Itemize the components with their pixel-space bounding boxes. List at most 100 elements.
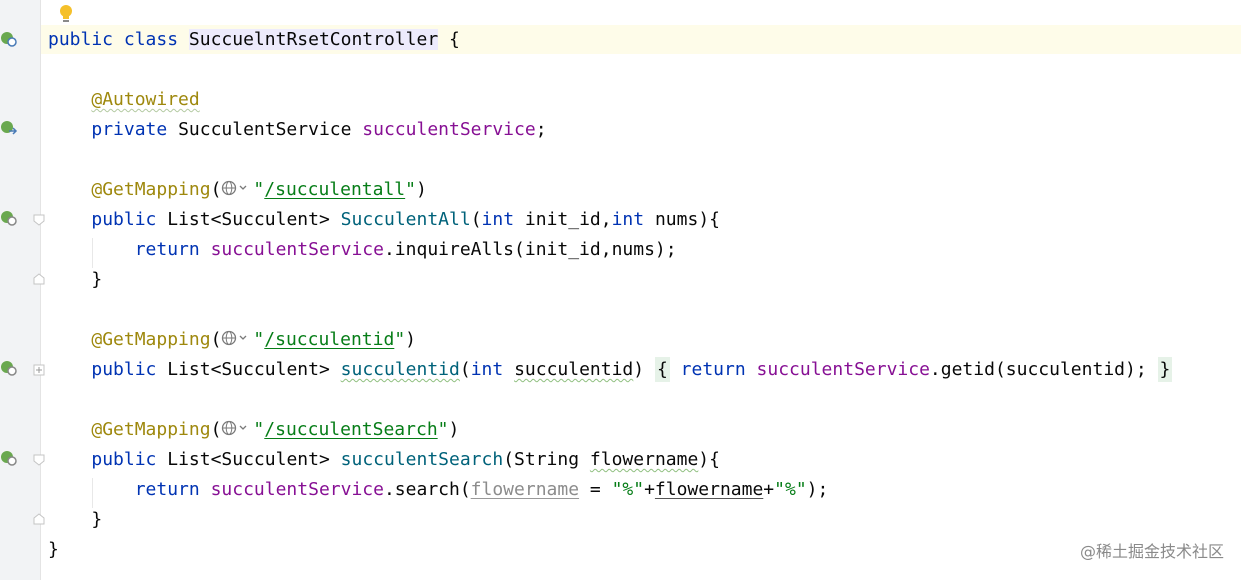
parameter: nums <box>611 239 655 260</box>
method-call: .search( <box>383 479 471 500</box>
request-mapping-icon[interactable] <box>0 209 18 227</box>
globe-icon[interactable] <box>221 178 253 198</box>
keyword: return <box>680 359 746 380</box>
annotation: @GetMapping <box>91 419 211 440</box>
code-line[interactable]: } <box>48 265 102 295</box>
code-line[interactable]: private SucculentService succulentServic… <box>48 115 547 145</box>
code-line[interactable]: public class SuccuelntRsetController { <box>48 25 460 55</box>
semicolon: ; <box>1135 359 1147 380</box>
folded-brace[interactable]: } <box>1157 357 1173 382</box>
parameter: flowername <box>589 449 699 470</box>
paren: ( <box>210 419 222 440</box>
paren: ( <box>210 329 222 350</box>
indent-guide <box>92 238 93 268</box>
semicolon: ; <box>535 119 547 140</box>
paren: ) <box>654 239 666 260</box>
field-name: succulentService <box>756 359 930 380</box>
keyword: public <box>91 209 157 230</box>
code-line[interactable]: public List<Succulent> SucculentAll(int … <box>91 209 720 230</box>
code-line[interactable]: public List<Succulent> succulentSearch(S… <box>91 449 720 470</box>
string-literal: "%" <box>611 479 645 500</box>
code-line[interactable]: @Autowired <box>48 85 200 115</box>
method-name: succulentSearch <box>340 449 504 470</box>
string-quote: " <box>394 329 406 350</box>
code-line[interactable]: public List<Succulent> succulentid(int s… <box>48 355 1173 385</box>
request-mapping-icon[interactable] <box>0 359 18 377</box>
string-quote: " <box>253 329 265 350</box>
fold-end-icon[interactable] <box>33 273 45 285</box>
paren: ) <box>698 449 710 470</box>
class-name: SuccuelntRsetController <box>188 29 439 50</box>
string-quote: " <box>253 179 265 200</box>
editor-gutter[interactable] <box>0 0 41 580</box>
keyword: int <box>470 359 504 380</box>
spring-bean-icon[interactable] <box>0 30 18 48</box>
globe-icon[interactable] <box>221 418 253 438</box>
parameter: succulentid <box>514 359 634 380</box>
keyword: return <box>134 479 200 500</box>
parameter: flowername <box>470 479 580 500</box>
paren: ) <box>1125 359 1136 380</box>
paren: ) <box>698 209 710 230</box>
lightbulb-icon[interactable] <box>58 4 74 24</box>
method-name: succulentid <box>340 359 460 380</box>
method-name: SucculentAll <box>340 209 471 230</box>
code-line[interactable]: @GetMapping( "/succulentSearch") <box>48 415 459 445</box>
code-line[interactable]: return succulentService.inquireAlls(init… <box>134 239 677 260</box>
code-line[interactable]: @GetMapping("/succulentid") <box>48 325 416 355</box>
parameter: flowername <box>654 479 764 500</box>
brace: } <box>91 509 103 530</box>
type-name: SucculentService <box>178 119 352 140</box>
keyword: private <box>91 119 168 140</box>
brace: } <box>48 539 59 560</box>
fold-collapse-icon[interactable] <box>33 214 45 226</box>
url-path[interactable]: /succulentid <box>264 329 395 350</box>
keyword: return <box>134 239 200 260</box>
fold-end-icon[interactable] <box>33 513 45 525</box>
string-literal: "%" <box>774 479 807 500</box>
paren: ( <box>210 179 222 200</box>
annotation: @Autowired <box>91 89 200 110</box>
string-quote: " <box>405 179 416 200</box>
paren: ) <box>405 329 416 350</box>
parameter: init_id <box>524 239 601 260</box>
url-path[interactable]: /succulentall <box>264 179 406 200</box>
brace: } <box>91 269 103 290</box>
type-name: String <box>514 449 580 470</box>
parameter: nums <box>654 209 699 230</box>
spring-autowired-icon[interactable] <box>0 119 18 137</box>
keyword: int <box>481 209 515 230</box>
watermark: @稀土掘金技术社区 <box>1079 542 1224 561</box>
paren: ( <box>470 209 482 230</box>
keyword: int <box>611 209 645 230</box>
string-quote: " <box>253 419 265 440</box>
code-line[interactable]: } <box>48 505 102 535</box>
fold-collapse-icon[interactable] <box>33 454 45 466</box>
keyword: public <box>48 29 114 50</box>
string-quote: " <box>437 419 449 440</box>
field-name: succulentService <box>210 239 384 260</box>
semicolon: ; <box>817 479 829 500</box>
code-line[interactable]: @GetMapping("/succulentall") <box>48 175 427 205</box>
keyword: class <box>123 29 179 50</box>
field-name: succulentService <box>210 479 384 500</box>
type-name: List<Succulent> <box>167 209 330 230</box>
paren: ) <box>448 419 460 440</box>
code-line[interactable]: return succulentService.search(flowernam… <box>134 479 829 500</box>
url-path[interactable]: /succulentSearch <box>264 419 438 440</box>
code-line[interactable]: } <box>48 535 59 565</box>
paren: ( <box>459 359 471 380</box>
parameter: succulentid <box>1005 359 1125 380</box>
parameter: init_id <box>524 209 601 230</box>
paren: ) <box>806 479 818 500</box>
request-mapping-icon[interactable] <box>0 449 18 467</box>
globe-icon[interactable] <box>221 328 253 348</box>
folded-brace[interactable]: { <box>654 357 670 382</box>
field-name: succulentService <box>362 119 536 140</box>
fold-expand-icon[interactable] <box>33 364 45 376</box>
paren: ) <box>416 179 427 200</box>
semicolon: ; <box>665 239 677 260</box>
brace: { <box>438 29 460 50</box>
paren: ( <box>503 449 515 470</box>
